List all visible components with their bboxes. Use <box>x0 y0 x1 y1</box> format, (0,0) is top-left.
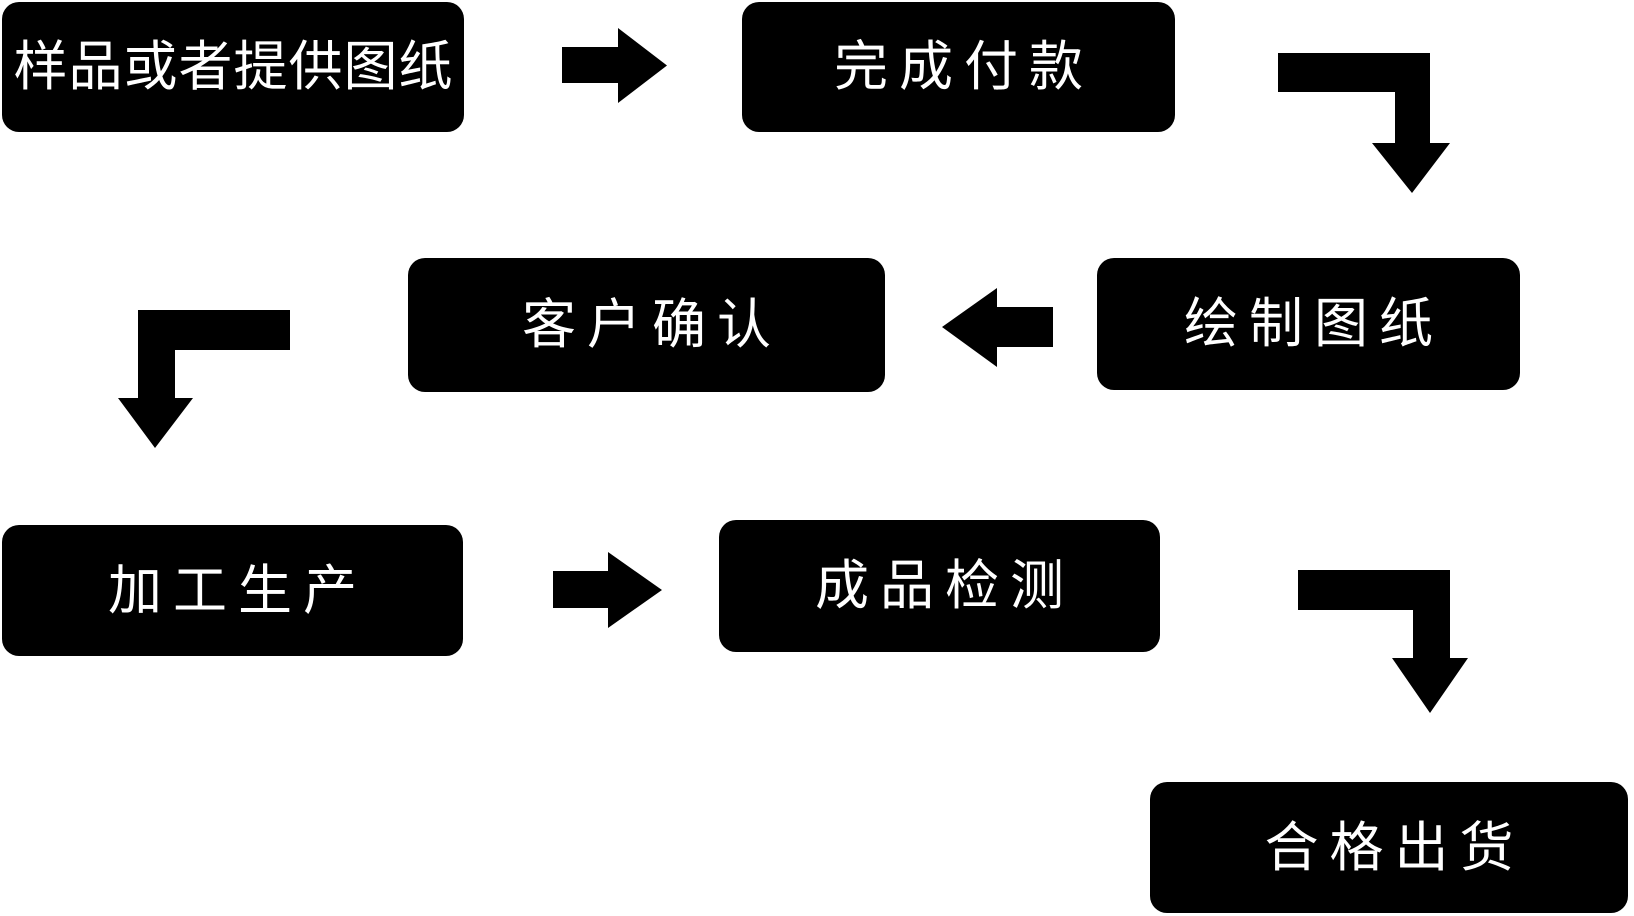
flow-step-confirm: 客户确认 <box>408 258 885 392</box>
flow-step-draw: 绘制图纸 <box>1097 258 1520 390</box>
flow-step-payment-label: 完成付款 <box>834 37 1094 97</box>
arrow-right-icon <box>562 28 667 103</box>
arrow-elbow-right-down-icon <box>1278 53 1450 193</box>
flow-step-confirm-label: 客户确认 <box>522 295 782 355</box>
flow-step-payment: 完成付款 <box>742 2 1175 132</box>
flow-step-sample: 样品或者提供图纸 <box>2 2 464 132</box>
flow-step-produce-label: 加工生产 <box>108 560 368 621</box>
arrow-elbow-right-down-icon <box>1298 570 1468 713</box>
flow-step-draw-label: 绘制图纸 <box>1184 294 1444 354</box>
arrow-right-icon <box>553 552 662 628</box>
arrow-elbow-left-down-icon <box>118 310 290 448</box>
flow-step-ship: 合格出货 <box>1150 782 1628 913</box>
flow-step-ship-label: 合格出货 <box>1264 817 1525 878</box>
arrow-left-icon <box>942 288 1053 367</box>
flow-step-inspect-label: 成品检测 <box>815 556 1075 616</box>
flow-step-sample-label: 样品或者提供图纸 <box>13 37 454 97</box>
flow-step-inspect: 成品检测 <box>719 520 1160 652</box>
flow-step-produce: 加工生产 <box>2 525 463 656</box>
